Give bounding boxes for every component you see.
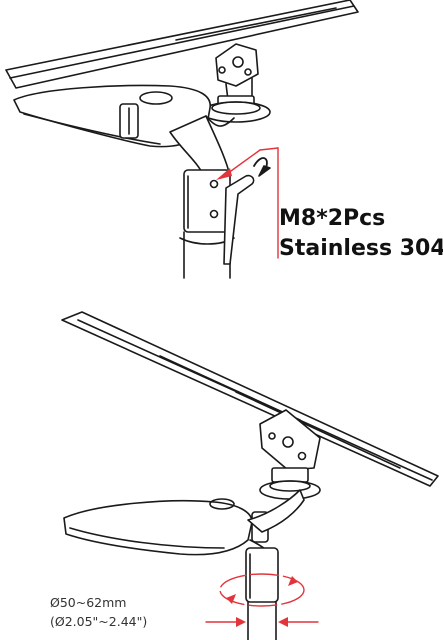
top-pole-clamp	[201, 95, 271, 123]
diameter-imperial: (Ø2.05"~2.44")	[50, 614, 148, 629]
bolt-callout: M8*2Pcs Stainless 304	[279, 204, 443, 264]
bottom-panel-bracket	[259, 409, 321, 471]
rotate-arrow-icon	[253, 157, 271, 177]
bottom-pole-clamp	[259, 467, 321, 500]
diameter-arrows	[205, 617, 319, 627]
top-mounting-sleeve	[183, 169, 231, 233]
rotation-ellipse	[219, 573, 305, 607]
top-lamp-head	[13, 84, 211, 148]
top-panel-bracket	[215, 43, 259, 101]
pole-diameter-label: Ø50~62mm (Ø2.05"~2.44")	[50, 593, 147, 631]
bottom-pole	[247, 601, 277, 640]
top-red-leader	[216, 147, 279, 259]
top-solar-panel	[5, 0, 359, 89]
diameter-metric: Ø50~62mm	[50, 595, 127, 610]
material-label: Stainless 304	[279, 236, 443, 261]
bottom-lamp-head	[63, 498, 269, 556]
hex-key-icon	[223, 174, 255, 265]
bottom-solar-panel	[61, 311, 439, 487]
bolt-spec-label: M8*2Pcs	[279, 206, 386, 231]
